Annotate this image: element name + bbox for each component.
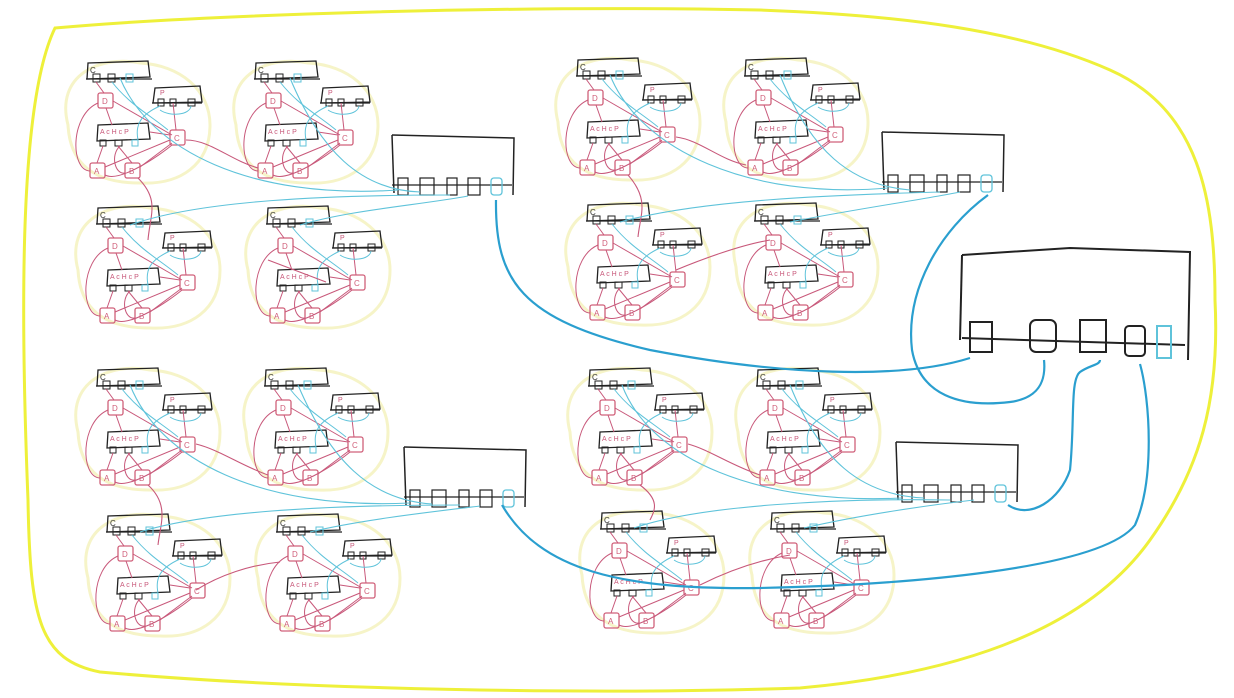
pod[interactable] [74, 366, 222, 492]
pod[interactable] [732, 201, 880, 327]
pod[interactable] [722, 56, 870, 182]
pod[interactable] [734, 366, 882, 492]
group-bottom-right [566, 366, 1019, 635]
group-bottom-left [74, 366, 527, 638]
pod[interactable] [254, 512, 402, 638]
trunk-links [494, 194, 1150, 590]
pod[interactable] [242, 366, 390, 492]
aggregation-switch[interactable] [391, 134, 515, 196]
aggregation-switch[interactable] [881, 131, 1005, 193]
pod[interactable] [748, 509, 896, 635]
pod[interactable] [554, 56, 702, 182]
pod[interactable] [232, 59, 380, 185]
aggregation-switch[interactable] [403, 446, 527, 508]
aggregation-switch[interactable] [895, 441, 1019, 503]
pod[interactable] [566, 366, 714, 492]
group-top-right [554, 56, 1005, 327]
core-switch[interactable] [959, 246, 1192, 361]
pod[interactable] [84, 512, 232, 638]
pod[interactable] [74, 204, 222, 330]
outer-boundary [22, 7, 1218, 693]
pod[interactable] [64, 59, 212, 185]
pod[interactable] [244, 204, 392, 330]
pod[interactable] [564, 201, 712, 327]
pod[interactable] [578, 509, 726, 635]
group-top-left [64, 59, 515, 330]
